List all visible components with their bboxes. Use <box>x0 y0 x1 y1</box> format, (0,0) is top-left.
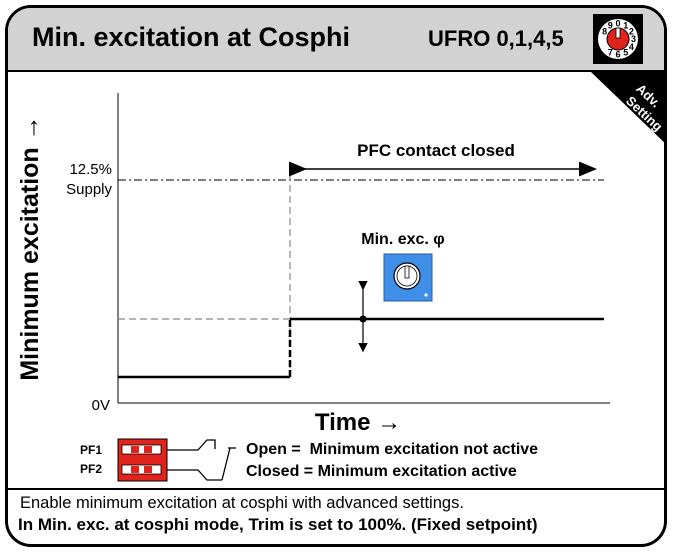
y-axis-label: Minimum excitation → <box>16 115 44 380</box>
rotary-digit: 1 <box>623 21 628 31</box>
rotary-digit: 5 <box>623 47 628 57</box>
x-axis-label: Time → <box>315 409 401 436</box>
footer-description: Enable minimum excitation at cosphi with… <box>20 494 464 512</box>
pfc-label: PFC contact closed <box>357 141 515 160</box>
dip-switch[interactable] <box>117 438 168 482</box>
pf1-label: PF1 <box>80 443 102 457</box>
rotary-digit: 4 <box>629 42 634 52</box>
model-label: UFRO 0,1,4,5 <box>428 26 564 51</box>
closed-legend: Closed = Minimum excitation active <box>246 463 517 480</box>
rotary-digit: 9 <box>608 21 613 31</box>
rotary-digit: 2 <box>629 26 634 36</box>
contact-symbol <box>167 439 236 481</box>
open-legend: Open = Minimum excitation not active <box>246 441 538 458</box>
page-title: Min. excitation at Cosphi <box>32 22 351 52</box>
header-bar: Min. excitation at Cosphi UFRO 0,1,4,5 <box>8 8 664 72</box>
footer-note: In Min. exc. at cosphi mode, Trim is set… <box>18 515 538 534</box>
panel-frame: Min. excitation at Cosphi UFRO 0,1,4,5 8… <box>5 5 667 547</box>
level-high-sublabel: Supply <box>66 181 112 198</box>
rotary-digit: 3 <box>631 34 636 44</box>
footer: Enable minimum excitation at cosphi with… <box>8 488 664 544</box>
rotary-digit: 0 <box>615 19 620 29</box>
timing-diagram: Minimum excitation → 12.5% Supply 0V PFC… <box>16 93 610 482</box>
level-high-label: 12.5% <box>69 161 112 178</box>
rotary-digit: 7 <box>608 47 613 57</box>
rotary-digit: 8 <box>602 26 607 36</box>
pf2-label: PF2 <box>80 462 102 476</box>
rotary-digit: 6 <box>615 50 620 60</box>
level-zero-label: 0V <box>92 397 110 414</box>
potentiometer-knob-icon[interactable] <box>383 253 433 302</box>
setting-label: Min. exc. φ <box>361 231 444 248</box>
advanced-setting-badge: Adv. Setting <box>591 72 664 143</box>
